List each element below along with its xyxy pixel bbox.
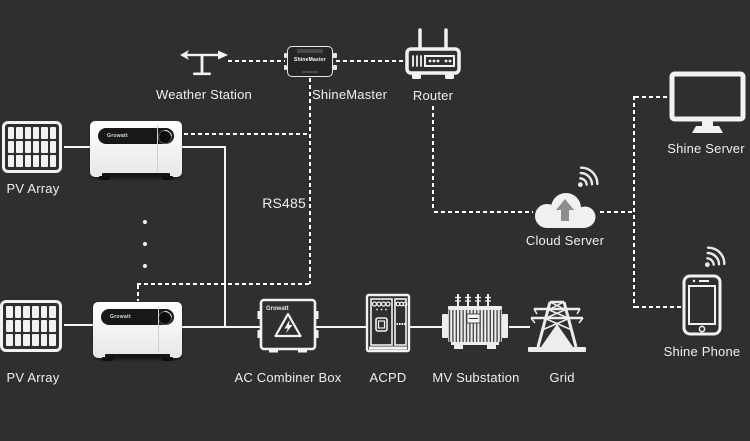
pv-array-top-icon: [2, 121, 62, 173]
dash-rs485-inverter2: [137, 285, 139, 301]
mv-substation-icon: [442, 294, 508, 349]
upload-arrow-icon: [556, 199, 574, 221]
inverter-bottom-icon: Growatt: [93, 302, 182, 361]
growatt-logo: Growatt: [107, 133, 128, 139]
cloud-server-icon: [535, 193, 596, 228]
line-accombiner-acpd: [316, 326, 367, 328]
ellipsis-dot: [143, 220, 147, 224]
shinemaster-label: ShineMaster: [312, 87, 388, 102]
shine-phone-icon: [682, 274, 722, 336]
shine-server-label: Shine Server: [667, 141, 745, 156]
shine-phone-label: Shine Phone: [663, 344, 741, 359]
cloud-server-label: Cloud Server: [525, 233, 605, 248]
rs485-label: RS485: [262, 195, 306, 211]
grid-tower-icon: [528, 300, 586, 352]
lightning-bolt-icon: [284, 320, 293, 334]
wifi-icon: [577, 166, 599, 188]
pv-array-bottom-label: PV Array: [6, 370, 60, 385]
inverter-band: Growatt: [98, 126, 175, 147]
acpd-icon: [365, 293, 411, 353]
line-pv1-inverter1: [64, 146, 90, 148]
warning-triangle-icon: [274, 312, 302, 338]
growatt-logo: Growatt: [266, 306, 289, 312]
dash-cloud-right: [600, 211, 634, 213]
line-inverter1-down: [224, 146, 226, 328]
line-inverter2-accombiner: [182, 326, 261, 328]
inverter-dial-icon: [155, 126, 175, 147]
inverter-top-icon: Growatt: [90, 121, 182, 180]
line-pv2-inverter2: [64, 324, 93, 326]
shinemaster-icon: ShineMaster: [283, 46, 337, 77]
line-inverter1-out: [182, 146, 226, 148]
acpd-label: ACPD: [369, 370, 407, 385]
pv-array-bottom-icon: [0, 300, 62, 352]
dash-shinemaster-router: [336, 60, 404, 62]
dash-router-down: [432, 106, 434, 211]
wifi-icon: [704, 246, 726, 268]
dash-to-shinephone: [635, 306, 681, 308]
line-substation-grid: [509, 326, 530, 328]
ac-combiner-box-label: AC Combiner Box: [234, 370, 342, 385]
dash-inverter1-rs485: [184, 133, 310, 135]
dash-to-shineserver: [635, 96, 670, 98]
inverter-band: Growatt: [101, 307, 175, 328]
pv-array-top-label: PV Array: [6, 181, 60, 196]
weather-station-icon: [180, 50, 228, 76]
shine-server-icon: [669, 71, 746, 133]
dash-server-phone-vertical: [633, 96, 635, 308]
ellipsis-dot: [143, 242, 147, 246]
dash-rs485-vertical: [309, 78, 311, 284]
growatt-logo: Growatt: [110, 314, 131, 320]
ac-combiner-box-icon: Growatt: [257, 298, 319, 353]
dash-rs485-horizontal: [137, 283, 311, 285]
shinemaster-device-text: ShineMaster: [294, 57, 326, 63]
router-icon: [405, 28, 461, 79]
weather-station-label: Weather Station: [156, 87, 252, 102]
dash-router-cloud: [434, 211, 533, 213]
dash-weather-shinemaster: [228, 60, 285, 62]
ellipsis-dot: [143, 264, 147, 268]
line-acpd-substation: [410, 326, 442, 328]
shinemaster-port: [302, 70, 318, 73]
grid-label: Grid: [549, 370, 575, 385]
shinemaster-topbar: [297, 49, 323, 53]
router-label: Router: [412, 88, 454, 103]
mv-substation-label: MV Substation: [432, 370, 520, 385]
